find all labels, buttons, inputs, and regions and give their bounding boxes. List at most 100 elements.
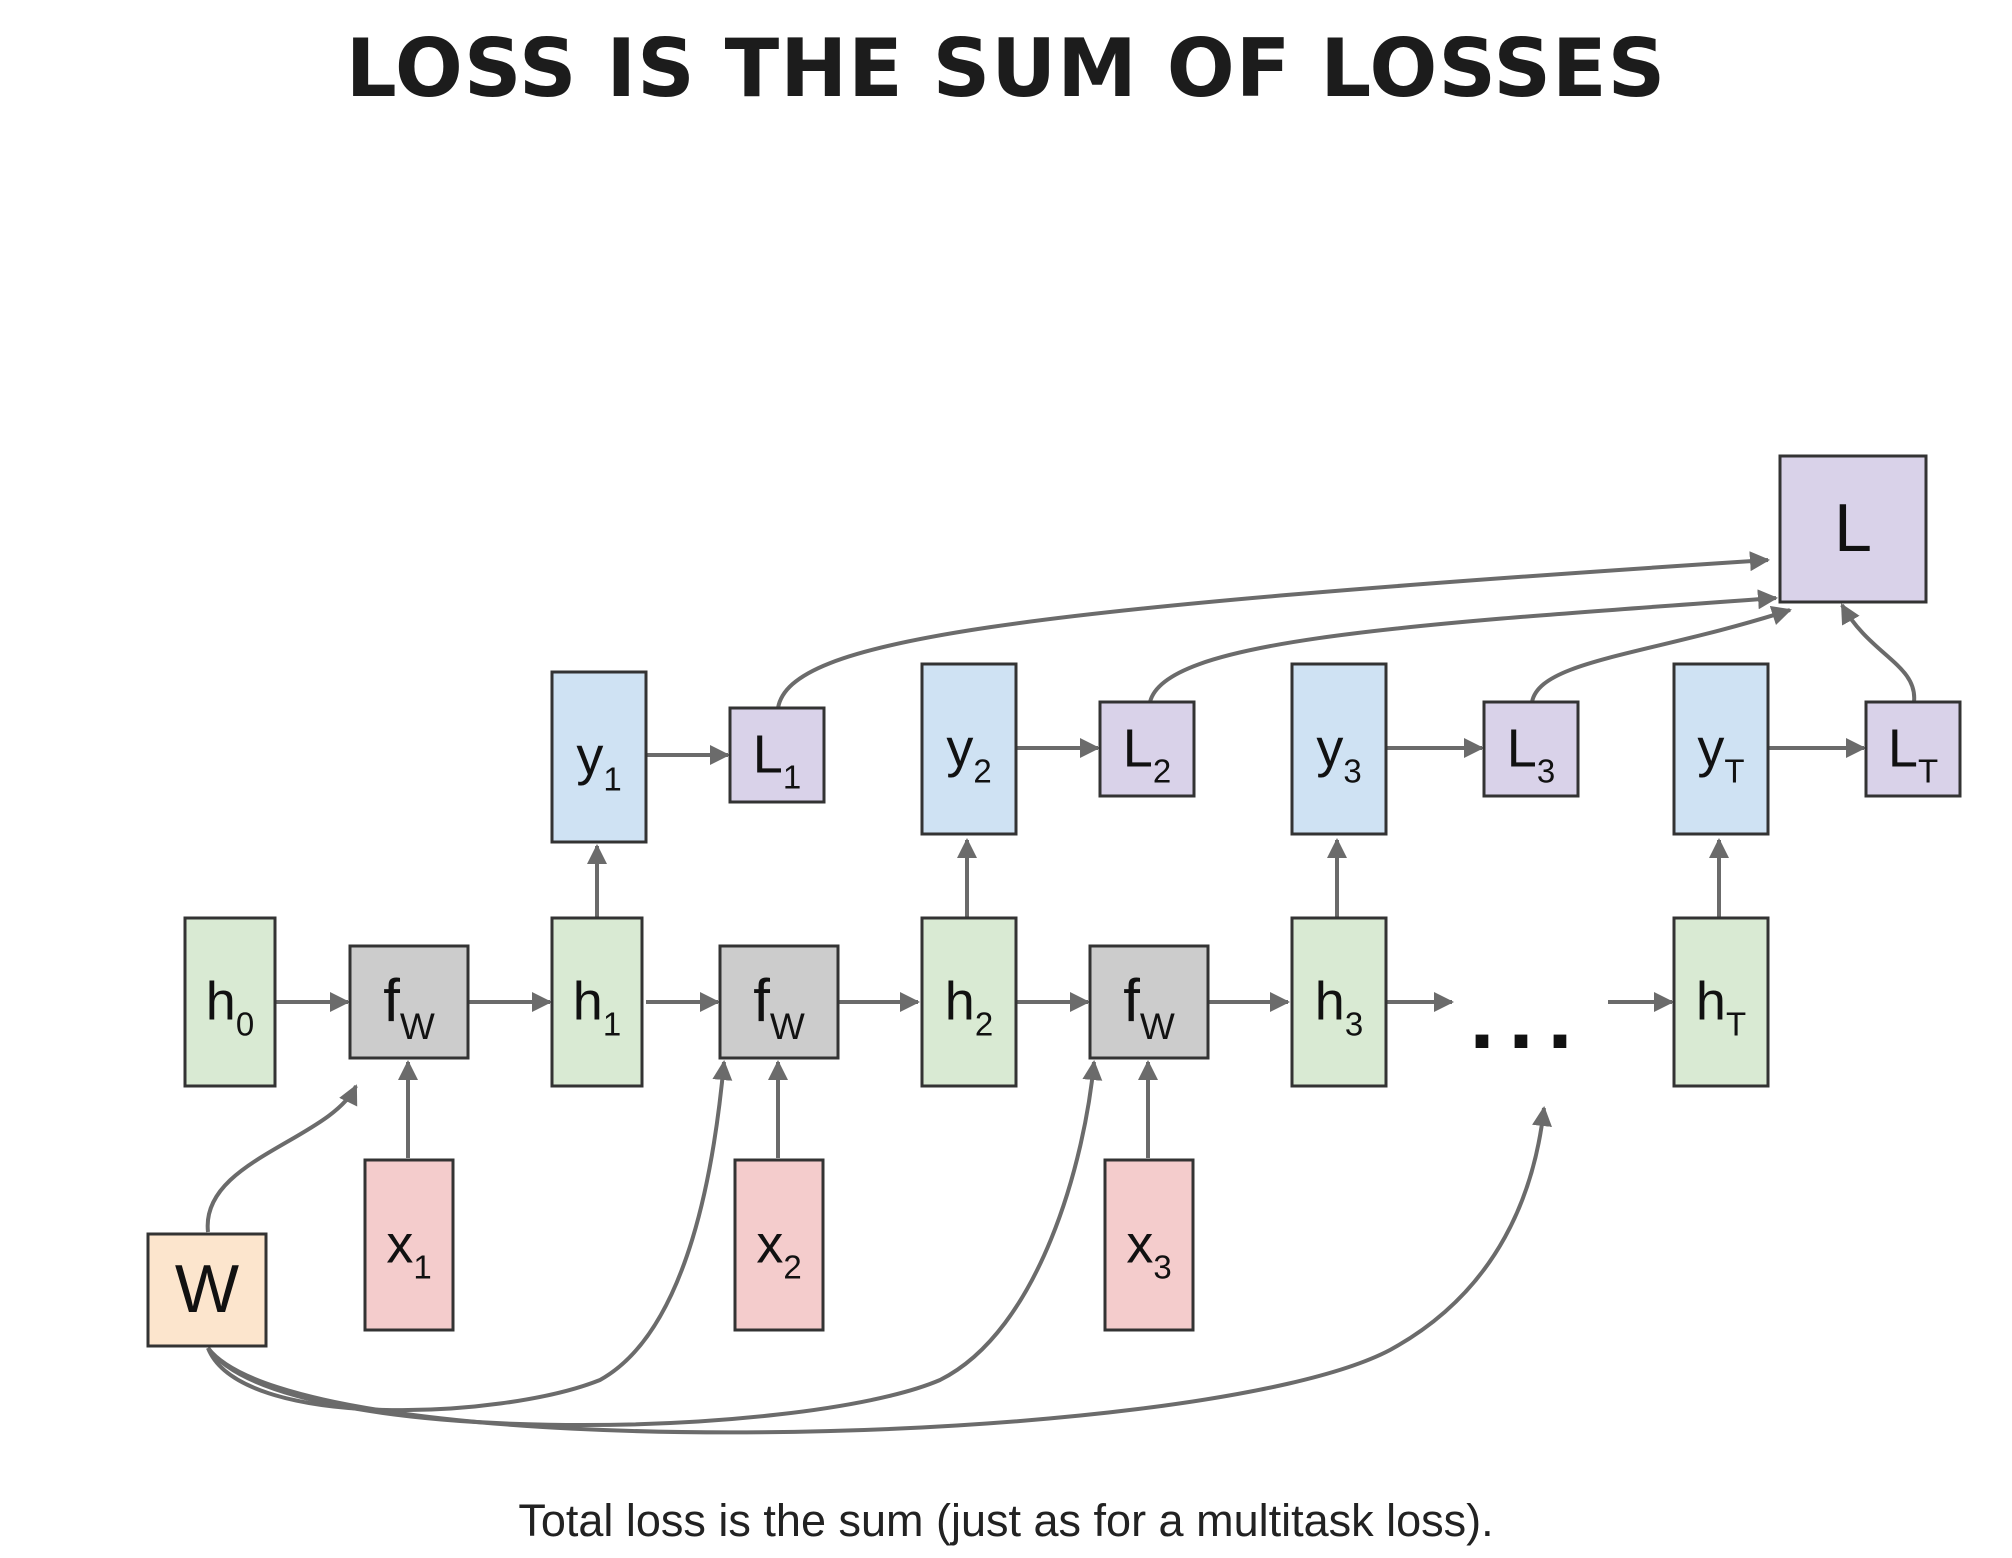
- node-L3: L3: [1482, 700, 1580, 798]
- node-fw2-main: f: [753, 967, 770, 1034]
- node-h0: h0: [183, 916, 277, 1088]
- node-fw3: fW: [1088, 944, 1210, 1060]
- arrow-W-fw3: [206, 1060, 1103, 1427]
- node-fw3-subscript: W: [1140, 1006, 1175, 1047]
- node-L: L: [1778, 454, 1928, 604]
- node-h3-main: h: [1315, 971, 1345, 1031]
- node-fw3-box: [1088, 944, 1210, 1060]
- node-hT-main: h: [1696, 971, 1726, 1031]
- node-yT-subscript: T: [1724, 752, 1744, 789]
- arrow-L1-L: [776, 551, 1770, 709]
- node-hT: hT: [1672, 916, 1770, 1088]
- node-h0-main: h: [206, 971, 236, 1031]
- node-LT-subscript: T: [1918, 752, 1938, 789]
- node-L-box: [1778, 454, 1928, 604]
- node-L-label: L: [1834, 490, 1872, 566]
- node-LT-box: [1864, 700, 1962, 798]
- node-fw2: fW: [718, 944, 840, 1060]
- node-x1-subscript: 1: [413, 1248, 431, 1285]
- node-y3: y3: [1290, 662, 1388, 836]
- node-L1-subscript: 1: [783, 758, 801, 795]
- node-h2-subscript: 2: [975, 1005, 993, 1042]
- node-L3-main: L: [1507, 718, 1537, 778]
- ellipsis: ...: [1469, 968, 1586, 1068]
- node-L1-main: L: [753, 724, 783, 784]
- node-L2-box: [1098, 700, 1196, 798]
- slide-title: LOSS IS THE SUM OF LOSSES: [345, 22, 1667, 115]
- node-x2-subscript: 2: [783, 1248, 801, 1285]
- node-fw1-main: f: [383, 967, 400, 1034]
- node-x2-label: x2: [756, 1214, 801, 1285]
- node-y2-subscript: 2: [973, 752, 991, 789]
- node-y1-box: [550, 670, 648, 844]
- node-L-main: L: [1834, 490, 1872, 566]
- node-h0-subscript: 0: [236, 1005, 254, 1042]
- node-y1: y1: [550, 670, 648, 844]
- node-L3-box: [1482, 700, 1580, 798]
- node-fw1-subscript: W: [400, 1006, 435, 1047]
- node-x2-main: x: [756, 1214, 783, 1274]
- node-y2-box: [920, 662, 1018, 836]
- node-L1-box: [728, 706, 826, 804]
- node-hT-box: [1672, 916, 1770, 1088]
- node-h2-box: [920, 916, 1018, 1088]
- node-x2: x2: [733, 1158, 825, 1332]
- node-h1: h1: [550, 916, 644, 1088]
- node-x1-main: x: [386, 1214, 413, 1274]
- arrow-W-fw2: [206, 1060, 733, 1413]
- node-fw1-label: fW: [383, 967, 435, 1047]
- node-fw1: fW: [348, 944, 470, 1060]
- node-L1: L1: [728, 706, 826, 804]
- node-x3: x3: [1103, 1158, 1195, 1332]
- node-L2: L2: [1098, 700, 1196, 798]
- node-y1-main: y: [576, 726, 603, 786]
- node-y3-label: y3: [1316, 718, 1361, 789]
- node-L3-label: L3: [1507, 718, 1555, 789]
- arrow-LT-L: [1840, 603, 1917, 703]
- node-fw3-label: fW: [1123, 967, 1175, 1047]
- node-y1-label: y1: [576, 726, 621, 797]
- node-y2: y2: [920, 662, 1018, 836]
- node-yT-main: y: [1697, 718, 1724, 778]
- arrow-L2-L: [1148, 589, 1778, 703]
- node-W-box: [146, 1232, 268, 1348]
- node-L2-main: L: [1123, 718, 1153, 778]
- node-x1: x1: [363, 1158, 455, 1332]
- node-L3-subscript: 3: [1537, 752, 1555, 789]
- node-L1-label: L1: [753, 724, 801, 795]
- node-h0-label: h0: [206, 971, 254, 1042]
- node-LT: LT: [1864, 700, 1962, 798]
- node-x3-box: [1103, 1158, 1195, 1332]
- node-x3-main: x: [1126, 1214, 1153, 1274]
- node-x2-box: [733, 1158, 825, 1332]
- node-fw1-box: [348, 944, 470, 1060]
- node-hT-subscript: T: [1726, 1005, 1746, 1042]
- node-h1-main: h: [573, 971, 603, 1031]
- arrow-W-fw1: [205, 1084, 358, 1233]
- node-h2-main: h: [945, 971, 975, 1031]
- node-x1-label: x1: [386, 1214, 431, 1285]
- node-LT-main: L: [1888, 718, 1918, 778]
- node-yT-box: [1672, 662, 1770, 836]
- node-h1-box: [550, 916, 644, 1088]
- node-y2-label: y2: [946, 718, 991, 789]
- node-h2-label: h2: [945, 971, 993, 1042]
- node-h3-label: h3: [1315, 971, 1363, 1042]
- node-yT: yT: [1672, 662, 1770, 836]
- node-y3-box: [1290, 662, 1388, 836]
- node-h3-box: [1290, 916, 1388, 1088]
- node-fw2-label: fW: [753, 967, 805, 1047]
- node-h3-subscript: 3: [1345, 1005, 1363, 1042]
- arrow-L3-L: [1530, 605, 1792, 703]
- node-h1-subscript: 1: [603, 1005, 621, 1042]
- node-y1-subscript: 1: [603, 760, 621, 797]
- node-x3-subscript: 3: [1153, 1248, 1171, 1285]
- edges: [205, 551, 1917, 1435]
- node-y2-main: y: [946, 718, 973, 778]
- node-h0-box: [183, 916, 277, 1088]
- node-LT-label: LT: [1888, 718, 1938, 789]
- arrow-W-ellipsis: [206, 1106, 1552, 1435]
- node-fw3-main: f: [1123, 967, 1140, 1034]
